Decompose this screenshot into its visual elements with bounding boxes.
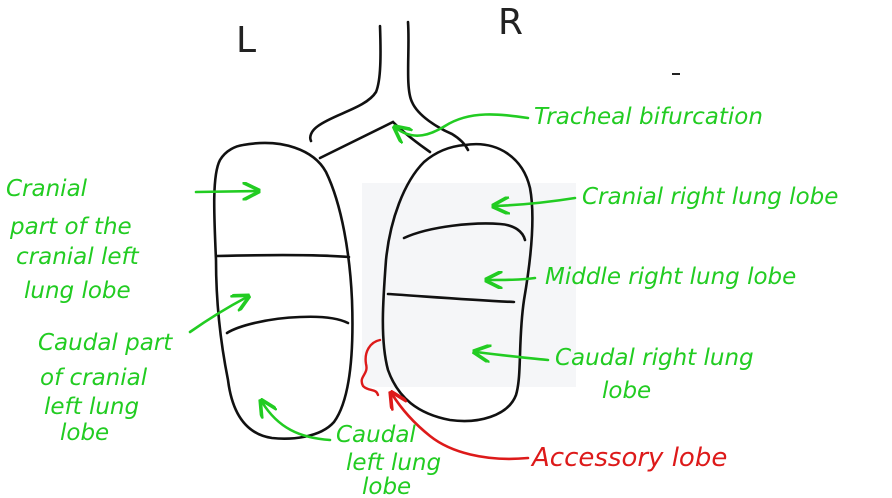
label-line: of cranial — [40, 365, 148, 391]
right-lung — [381, 142, 534, 423]
label-line: lung lobe — [24, 278, 131, 304]
label-accessory-lobe: Accessory lobe — [530, 443, 727, 473]
arrow-cranial-right — [495, 198, 577, 206]
arrow-caudal-left — [262, 402, 332, 442]
trachea — [308, 20, 470, 160]
arrow-tracheal-bifurcation — [396, 113, 530, 135]
accessory-lobe-outline — [360, 338, 382, 397]
label-line: Caudal right lung — [555, 345, 754, 371]
label-line: lobe — [60, 420, 109, 446]
arrow-accessory — [392, 394, 530, 461]
arrow-middle-right — [488, 278, 537, 280]
label-line: cranial left — [16, 244, 140, 270]
label-line: Cranial — [6, 176, 88, 202]
label-tracheal-bifurcation: Tracheal bifurcation — [534, 104, 763, 130]
label-line: left lung — [44, 394, 139, 420]
label-line: lobe — [602, 378, 651, 404]
label-line: Caudal part — [38, 330, 173, 356]
side-label-right: R — [498, 2, 523, 43]
label-line: part of the — [9, 214, 132, 240]
label-line: lobe — [362, 474, 411, 498]
arrow-cranial-part-left — [194, 191, 257, 192]
label-caudal-part-cranial-left: Caudal part of cranial left lung lobe — [38, 330, 180, 446]
label-line: left lung — [346, 450, 441, 476]
left-lung — [212, 141, 354, 440]
side-label-left: L — [236, 20, 256, 61]
label-arrows — [188, 113, 577, 442]
label-middle-right: Middle right lung lobe — [545, 264, 796, 290]
background-panel — [362, 183, 576, 387]
label-caudal-left: Caudal left lung lobe — [336, 422, 448, 498]
label-cranial-part-cranial-left: Cranial part of the cranial left lung lo… — [6, 176, 146, 304]
label-caudal-right: Caudal right lung lobe — [555, 345, 761, 404]
label-line: Caudal — [336, 422, 416, 448]
arrow-caudal-part-left — [188, 297, 247, 334]
arrow-caudal-right — [476, 352, 550, 360]
label-cranial-right: Cranial right lung lobe — [582, 184, 838, 210]
